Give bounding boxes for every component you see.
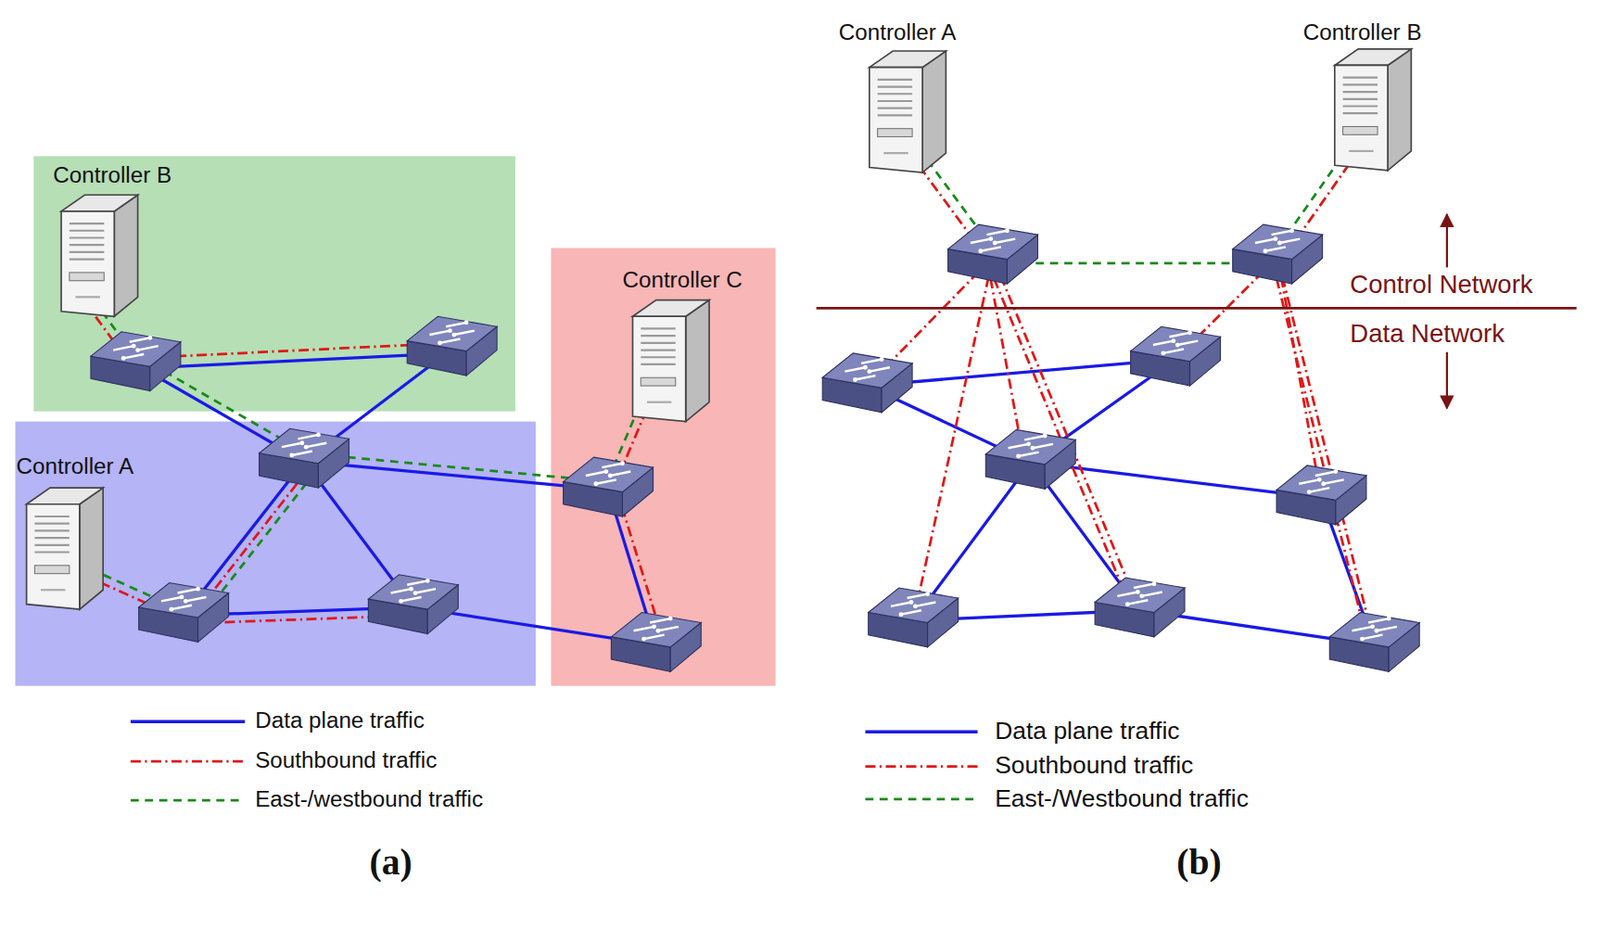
panel-caption: (b) <box>1176 842 1221 884</box>
data-traffic-line <box>867 358 1176 386</box>
switch-icon <box>985 429 1076 489</box>
legend-entry: Southbound traffic <box>994 751 1194 779</box>
controller-label: Controller C <box>620 268 747 294</box>
south-traffic-line <box>130 760 245 763</box>
switch-icon <box>1276 465 1367 525</box>
south-traffic-line <box>135 342 452 359</box>
data-traffic-line <box>864 730 978 734</box>
switch-icon <box>1329 611 1420 672</box>
legend-entry: East-/Westbound traffic <box>994 784 1249 812</box>
switch-icon <box>406 316 497 376</box>
east-traffic-line <box>304 453 610 483</box>
switch-icon <box>259 428 350 488</box>
south-traffic-line <box>1271 258 1370 647</box>
south-traffic-line <box>913 256 993 621</box>
data-traffic-line <box>304 461 609 491</box>
panel-caption: (a) <box>368 842 412 884</box>
switch-icon <box>868 587 959 648</box>
controller-server-icon <box>61 194 139 317</box>
legend-entry: Data plane traffic <box>254 708 425 734</box>
switch-icon <box>90 331 181 392</box>
switch-icon <box>1094 577 1185 637</box>
controller-label: Controller A <box>13 454 138 480</box>
controller-server-icon <box>869 50 947 173</box>
south-traffic-line <box>1277 256 1375 645</box>
controller-name: Controller A <box>837 20 961 46</box>
legend-text: East-/Westbound traffic <box>994 784 1249 812</box>
switch-icon <box>368 574 458 635</box>
controller-label: Controller B <box>50 163 177 189</box>
controller-name: Controller A <box>13 454 138 480</box>
data-traffic-line <box>130 720 245 724</box>
controller-server-icon <box>632 300 710 422</box>
controller-domain <box>33 155 516 411</box>
controller-name: Controller C <box>620 268 747 294</box>
legend-text: Southbound traffic <box>994 751 1194 779</box>
switch-icon <box>822 353 913 413</box>
legend-text: Southbound traffic <box>254 748 437 774</box>
network-divider <box>816 306 1577 310</box>
controller-label: Controller B <box>1300 20 1426 46</box>
legend-entry: East-/westbound traffic <box>254 786 483 812</box>
east-traffic-line <box>130 799 245 802</box>
legend-entry: Data plane traffic <box>994 716 1180 744</box>
direction-arrow <box>1446 214 1448 267</box>
switch-icon <box>1130 326 1221 386</box>
south-traffic-line <box>986 259 1134 613</box>
controller-domain <box>550 247 775 686</box>
controller-server-icon <box>1334 49 1412 171</box>
network-label: Control Network <box>1349 270 1533 299</box>
legend-text: Data plane traffic <box>994 716 1180 744</box>
controller-name: Controller B <box>50 163 177 189</box>
controller-name: Controller B <box>1300 20 1426 46</box>
network-label: Data Network <box>1349 319 1505 348</box>
legend-text: Data plane traffic <box>254 708 425 734</box>
controller-server-icon <box>26 487 104 610</box>
east-traffic-line <box>864 798 978 801</box>
switch-icon <box>948 224 1039 284</box>
direction-arrow <box>1446 352 1448 409</box>
switch-icon <box>563 457 654 517</box>
controller-label: Controller A <box>837 20 961 46</box>
south-traffic-line <box>864 764 978 768</box>
switch-icon <box>139 583 229 643</box>
south-traffic-line <box>1277 256 1321 498</box>
switch-icon <box>1232 224 1323 284</box>
switch-icon <box>610 611 701 672</box>
legend-text: East-/westbound traffic <box>254 786 483 812</box>
legend-entry: Southbound traffic <box>254 748 437 774</box>
